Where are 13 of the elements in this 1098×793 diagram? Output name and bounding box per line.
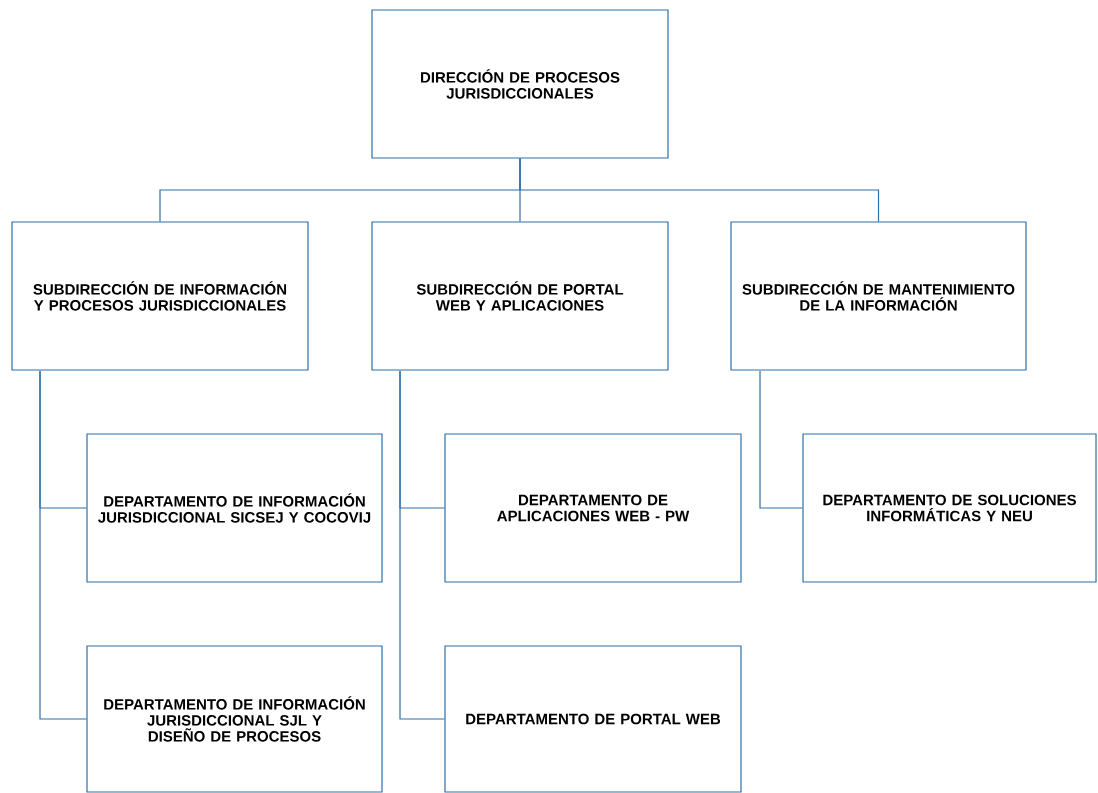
connector-line — [759, 370, 803, 509]
org-box: DEPARTAMENTO DE INFORMACIÓN JURISDICCIONAL SICSEJ Y COCOVIJ — [86, 433, 383, 583]
org-box: SUBDIRECCIÓN DE INFORMACIÓN Y PROCESOS JURISDICCIONALES — [11, 221, 309, 371]
connector-line — [519, 158, 880, 222]
org-box: SUBDIRECCIÓN DE MANTENIMIENTO DE LA INFORMACIÓN — [730, 221, 1027, 371]
org-box: DEPARTAMENTO DE PORTAL WEB — [444, 645, 742, 793]
org-box: DEPARTAMENTO DE INFORMACIÓN JURISDICCIONAL SJL Y DISEÑO DE PROCESOS — [86, 645, 383, 793]
connector-line — [39, 370, 87, 720]
org-box: DIRECCIÓN DE PROCESOS JURISDICCIONALES — [371, 9, 669, 159]
org-box: DEPARTAMENTO DE SOLUCIONES INFORMÁTICAS Y NEU — [802, 433, 1097, 583]
org-box: SUBDIRECCIÓN DE PORTAL WEB Y APLICACIONES — [371, 221, 669, 371]
org-box: DEPARTAMENTO DE APLICACIONES WEB - PW — [444, 433, 742, 583]
connector-line — [399, 370, 445, 720]
